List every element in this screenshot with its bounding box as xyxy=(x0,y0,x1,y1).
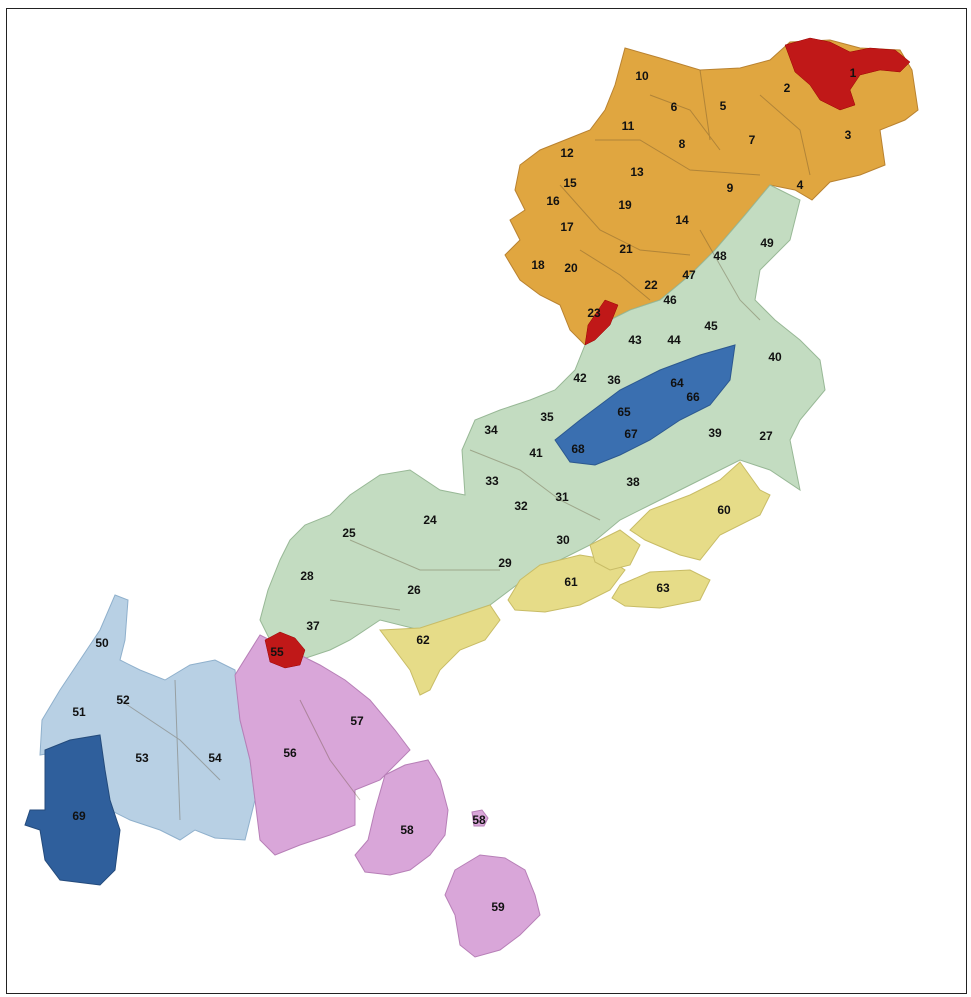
zone-label: 7 xyxy=(749,133,756,147)
zone-label: 18 xyxy=(531,258,545,272)
zone-label: 35 xyxy=(540,410,554,424)
region-blue-central[interactable] xyxy=(554,344,736,466)
zone-label: 23 xyxy=(587,306,601,320)
region-62[interactable] xyxy=(379,604,501,696)
zone-label: 29 xyxy=(498,556,512,570)
zone-label: 41 xyxy=(529,446,543,460)
zone-label: 51 xyxy=(72,705,86,719)
region-59-south-strip[interactable] xyxy=(589,529,641,571)
zone-label: 10 xyxy=(635,69,649,83)
zone-label: 4 xyxy=(797,178,804,192)
zone-label: 33 xyxy=(485,474,499,488)
zone-label: 25 xyxy=(342,526,356,540)
zone-label: 8 xyxy=(679,137,686,151)
zone-label: 40 xyxy=(768,350,782,364)
zone-label: 31 xyxy=(555,490,569,504)
zone-label: 61 xyxy=(564,575,578,589)
region-pink-north[interactable] xyxy=(234,634,411,856)
map-frame xyxy=(6,8,967,994)
zone-label: 58 xyxy=(400,823,414,837)
zone-label: 62 xyxy=(416,633,430,647)
zone-label: 36 xyxy=(607,373,621,387)
boundary-lines xyxy=(119,69,811,821)
region-58-islet[interactable] xyxy=(471,809,489,827)
zone-label: 37 xyxy=(306,619,320,633)
zone-label: 48 xyxy=(713,249,727,263)
zone-label: 55 xyxy=(270,645,284,659)
zone-label: 43 xyxy=(628,333,642,347)
zone-label: 65 xyxy=(617,405,631,419)
zone-label: 21 xyxy=(619,242,633,256)
region-63[interactable] xyxy=(611,569,711,609)
region-61[interactable] xyxy=(507,554,626,613)
zone-label: 66 xyxy=(686,390,700,404)
region-59[interactable] xyxy=(444,854,541,958)
zone-label: 63 xyxy=(656,581,670,595)
zone-label: 68 xyxy=(571,442,585,456)
zone-label: 50 xyxy=(95,636,109,650)
zone-label: 1 xyxy=(850,66,857,80)
red-patch-1[interactable] xyxy=(784,37,911,111)
region-69[interactable] xyxy=(24,734,121,886)
zone-label: 15 xyxy=(563,176,577,190)
zone-label: 14 xyxy=(675,213,689,227)
zone-label: 57 xyxy=(350,714,364,728)
zone-label: 19 xyxy=(618,198,632,212)
zone-label: 45 xyxy=(704,319,718,333)
zone-label: 6 xyxy=(671,100,678,114)
region-58[interactable] xyxy=(354,759,449,876)
zone-label: 64 xyxy=(670,376,684,390)
zone-label: 39 xyxy=(708,426,722,440)
zone-label: 9 xyxy=(727,181,734,195)
zone-label: 32 xyxy=(514,499,528,513)
red-patch-55[interactable] xyxy=(264,631,306,669)
zone-label: 44 xyxy=(667,333,681,347)
zone-label: 17 xyxy=(560,220,574,234)
zone-label: 54 xyxy=(208,751,222,765)
zone-label: 12 xyxy=(560,146,574,160)
zone-label: 59 xyxy=(491,900,505,914)
zone-label: 22 xyxy=(644,278,658,292)
region-green[interactable] xyxy=(259,184,826,661)
zone-label: 27 xyxy=(759,429,773,443)
zone-label: 20 xyxy=(564,261,578,275)
zone-label: 2 xyxy=(784,81,791,95)
zone-label: 47 xyxy=(682,268,696,282)
zone-label: 52 xyxy=(116,693,130,707)
zone-label: 26 xyxy=(407,583,421,597)
zone-label: 28 xyxy=(300,569,314,583)
zone-label: 42 xyxy=(573,371,587,385)
zone-label: 56 xyxy=(283,746,297,760)
zone-label: 49 xyxy=(760,236,774,250)
region-60[interactable] xyxy=(629,461,771,561)
zone-label: 16 xyxy=(546,194,560,208)
region-light-blue[interactable] xyxy=(39,594,256,841)
zone-label: 3 xyxy=(845,128,852,142)
zone-label: 38 xyxy=(626,475,640,489)
zone-label: 58 xyxy=(472,813,486,827)
zone-label: 34 xyxy=(484,423,498,437)
zone-label: 24 xyxy=(423,513,437,527)
zone-label: 69 xyxy=(72,809,86,823)
zone-label: 5 xyxy=(720,99,727,113)
zone-label: 11 xyxy=(622,119,635,133)
zone-label: 46 xyxy=(663,293,677,307)
zone-labels: 1 2 3 4 5 6 7 8 9 10 11 12 13 14 15 16 1… xyxy=(72,66,856,914)
red-patch-23[interactable] xyxy=(584,299,619,346)
zone-label: 67 xyxy=(624,427,638,441)
zone-label: 13 xyxy=(630,165,644,179)
zone-label: 30 xyxy=(556,533,570,547)
zone-label: 60 xyxy=(717,503,731,517)
zone-label: 53 xyxy=(135,751,149,765)
